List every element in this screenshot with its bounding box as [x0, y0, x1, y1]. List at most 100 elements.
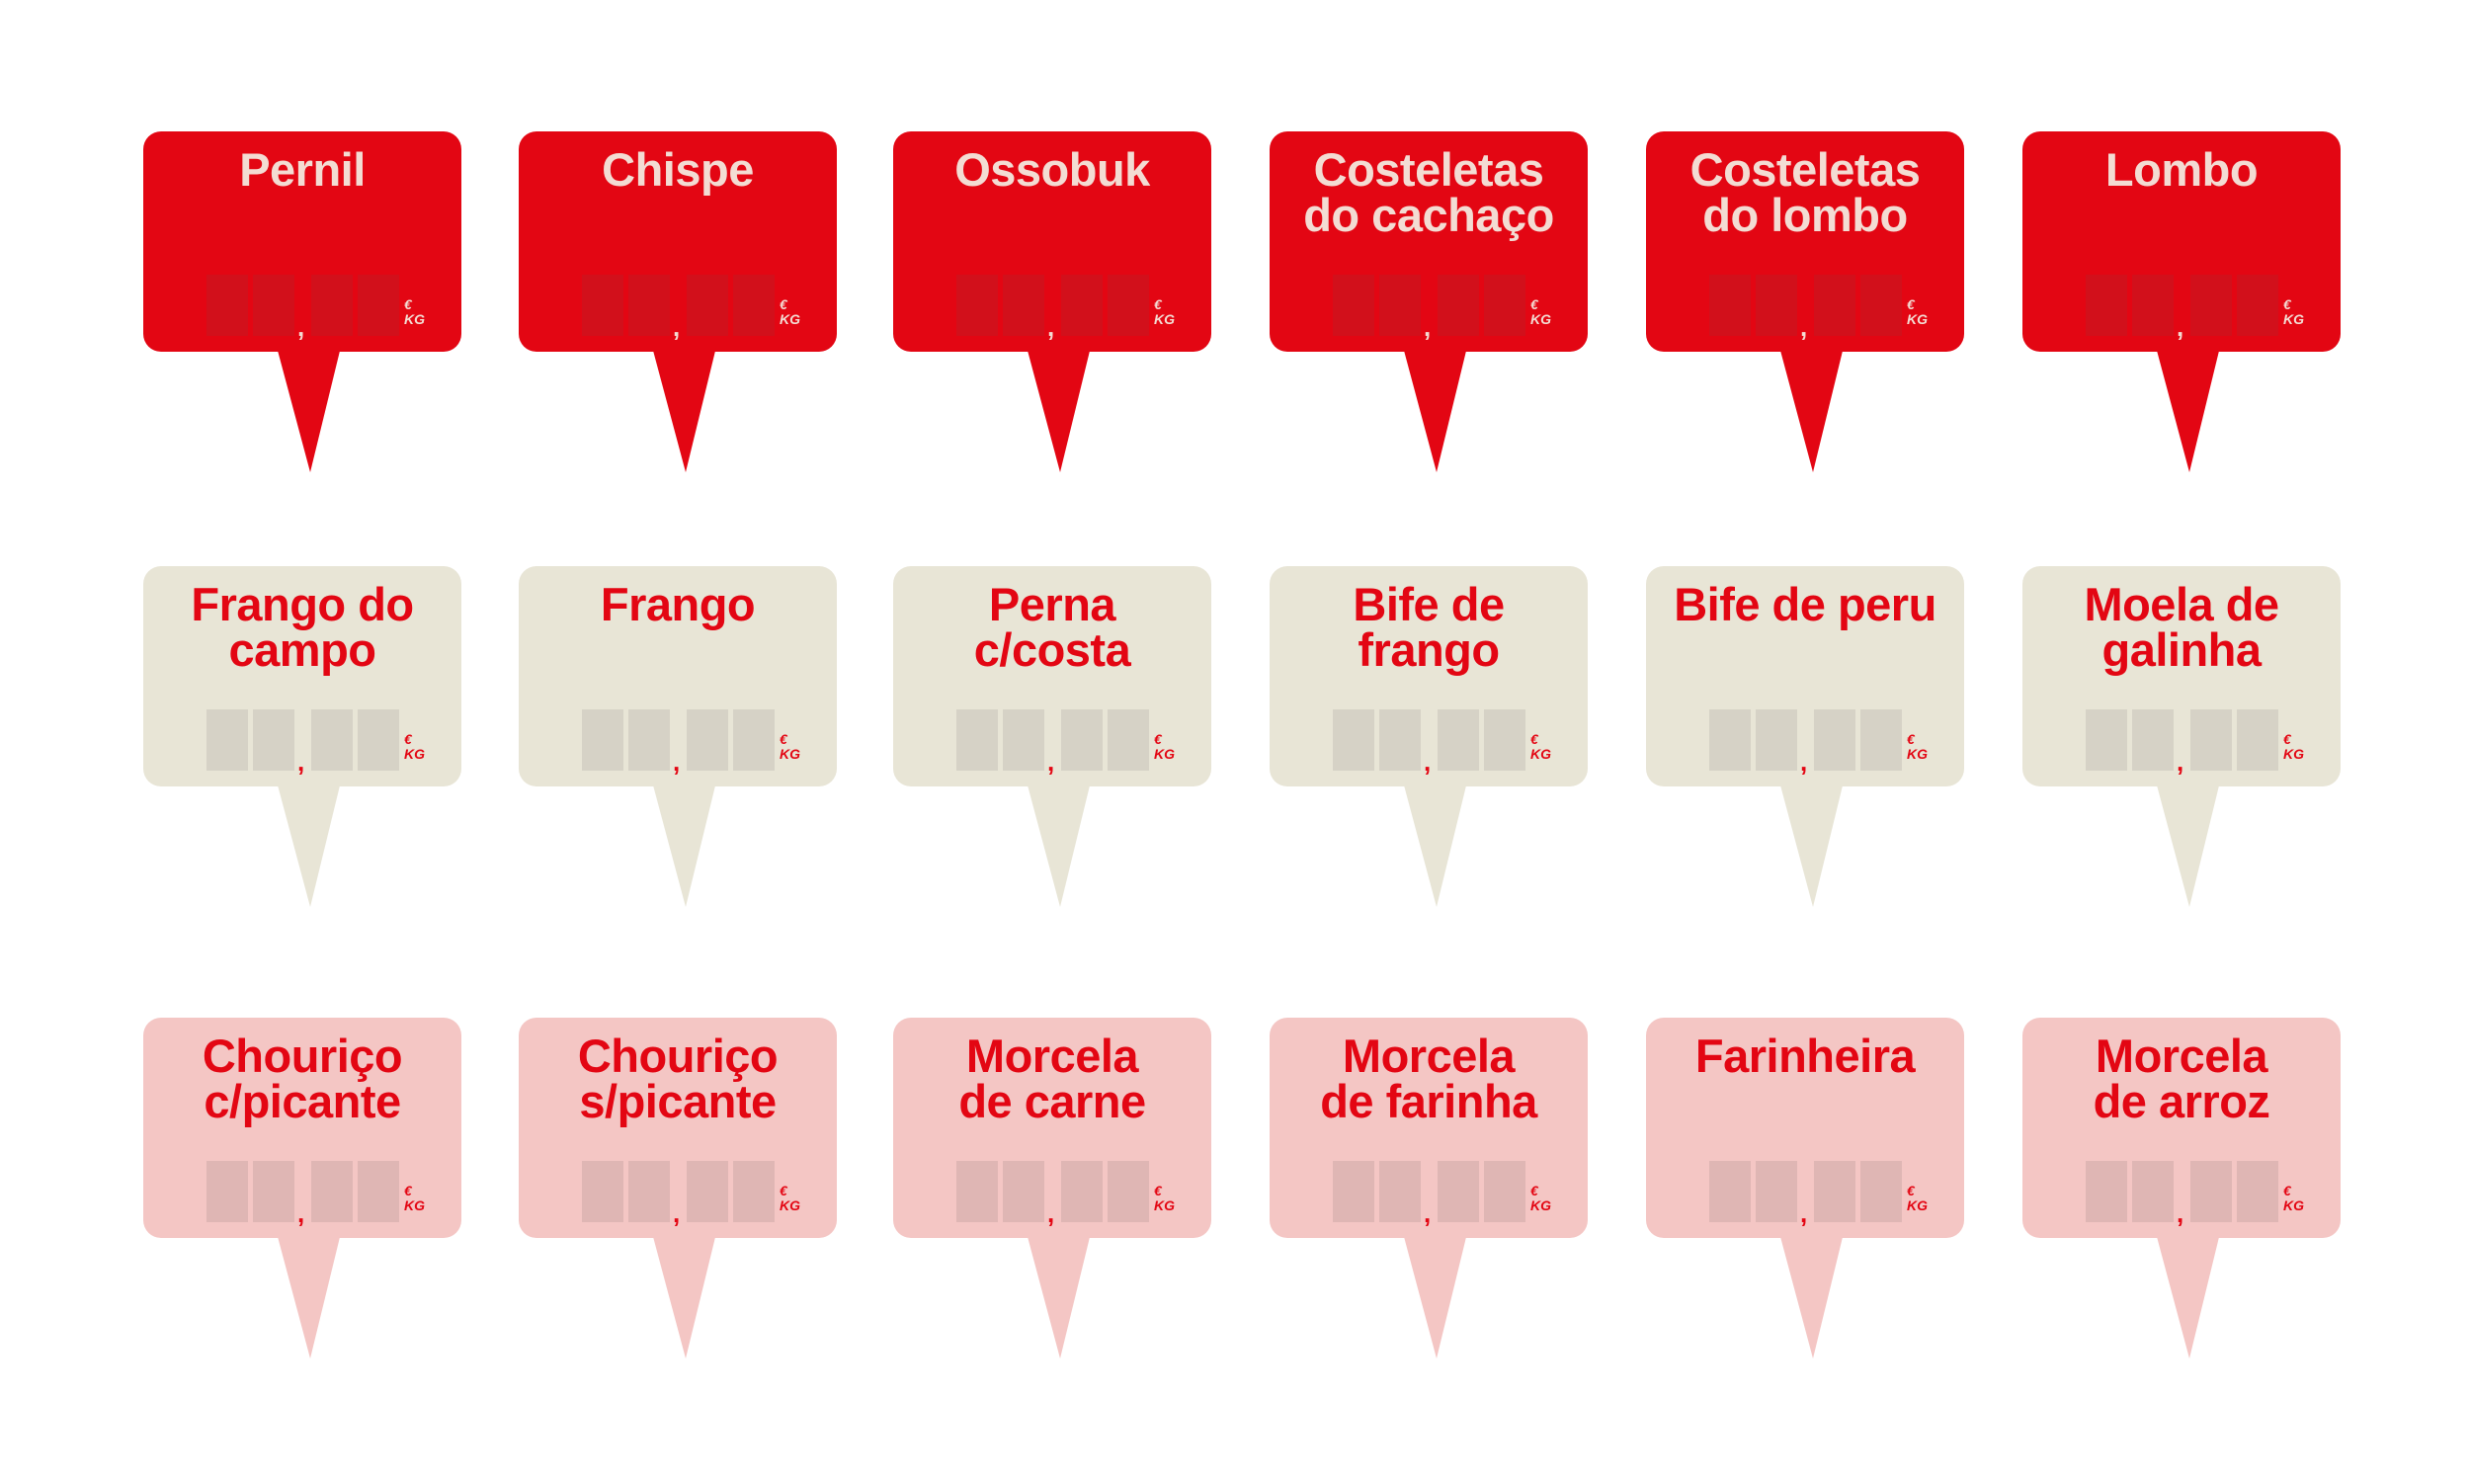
price-digit-box	[1108, 1161, 1149, 1222]
decimal-separator: ,	[297, 312, 305, 342]
price-unit-label: €KG	[404, 1184, 434, 1213]
currency-symbol: €	[404, 731, 412, 747]
decimal-separator: ,	[1047, 1198, 1055, 1228]
decimal-separator: ,	[673, 747, 681, 777]
price-tag: Frango,€KG	[519, 566, 837, 912]
product-name: Moela de galinha	[2084, 578, 2279, 676]
price-unit-label: €KG	[2283, 297, 2313, 327]
product-name: Chouriço s/picante	[577, 1030, 779, 1127]
price-digit-box	[2237, 1161, 2278, 1222]
price-digit-box	[1108, 275, 1149, 336]
price-tag: Ossobuk,€KG	[893, 131, 1211, 477]
price-digit-box	[2086, 709, 2127, 771]
price-digit-box	[1333, 709, 1374, 771]
price-unit-label: €KG	[404, 297, 434, 327]
price-digit-box	[582, 275, 623, 336]
price-unit-label: €KG	[1907, 1184, 1936, 1213]
price-digit-box	[733, 709, 775, 771]
price-digit-box	[628, 709, 670, 771]
tag-pointer	[1403, 1233, 1467, 1359]
price-digit-box	[253, 1161, 294, 1222]
price-digit-box	[2190, 1161, 2232, 1222]
price-digit-boxes: ,	[2086, 1161, 2313, 1226]
tag-pointer	[652, 782, 716, 907]
decimal-separator: ,	[1424, 312, 1432, 342]
price-digit-box	[206, 1161, 248, 1222]
price-tag: Moela de galinha,€KG	[2022, 566, 2341, 912]
price-tag: Pernil,€KG	[143, 131, 461, 477]
price-digit-box	[582, 1161, 623, 1222]
price-digit-box	[733, 1161, 775, 1222]
price-digit-box	[311, 1161, 353, 1222]
price-digit-box	[1814, 1161, 1855, 1222]
price-digit-box	[311, 275, 353, 336]
price-unit-label: €KG	[780, 732, 809, 762]
tag-pointer	[2156, 347, 2220, 472]
product-name: Lombo	[2104, 143, 2259, 196]
unit-per: KG	[1154, 1197, 1175, 1213]
decimal-separator: ,	[1424, 747, 1432, 777]
price-unit-label: €KG	[1154, 732, 1184, 762]
currency-symbol: €	[2283, 1183, 2291, 1198]
price-digit-boxes: ,	[956, 1161, 1184, 1226]
price-digit-box	[2237, 709, 2278, 771]
price-digit-box	[1379, 1161, 1421, 1222]
price-digit-box	[1438, 1161, 1479, 1222]
price-digit-box	[2132, 275, 2174, 336]
currency-symbol: €	[780, 1183, 787, 1198]
unit-per: KG	[780, 1197, 800, 1213]
price-digit-box	[1709, 709, 1751, 771]
currency-symbol: €	[780, 296, 787, 312]
product-name: Costeletas do cachaço	[1303, 143, 1554, 241]
unit-per: KG	[2283, 746, 2304, 762]
price-tag: Morcela de farinha,€KG	[1270, 1018, 1588, 1363]
price-unit-label: €KG	[1907, 732, 1936, 762]
product-name: Frango do campo	[191, 578, 414, 676]
price-unit-label: €KG	[780, 1184, 809, 1213]
price-tag: Chouriço s/picante, €KG	[519, 1018, 837, 1363]
product-name: Morcela de carne	[958, 1030, 1146, 1127]
price-digit-boxes: ,	[956, 275, 1184, 340]
decimal-separator: ,	[2177, 747, 2184, 777]
decimal-separator: ,	[297, 1198, 305, 1228]
price-digit-box	[628, 275, 670, 336]
price-unit-label: €KG	[1530, 1184, 1560, 1213]
price-digit-boxes: ,	[206, 1161, 434, 1226]
unit-per: KG	[404, 311, 425, 327]
price-unit-label: €KG	[1154, 1184, 1184, 1213]
price-digit-box	[687, 275, 728, 336]
price-digit-box	[358, 275, 399, 336]
tag-pointer	[277, 347, 341, 472]
price-digit-box	[206, 709, 248, 771]
currency-symbol: €	[2283, 296, 2291, 312]
decimal-separator: ,	[1800, 312, 1808, 342]
price-digit-box	[2132, 1161, 2174, 1222]
price-digit-box	[1379, 709, 1421, 771]
price-digit-boxes: ,	[582, 1161, 809, 1226]
price-digit-box	[1709, 275, 1751, 336]
price-tag: Bife de frango,€KG	[1270, 566, 1588, 912]
tag-pointer	[1779, 1233, 1844, 1359]
tag-pointer	[1027, 1233, 1091, 1359]
price-digit-box	[1061, 709, 1103, 771]
currency-symbol: €	[1154, 731, 1162, 747]
currency-symbol: €	[1154, 1183, 1162, 1198]
price-digit-box	[628, 1161, 670, 1222]
decimal-separator: ,	[673, 1198, 681, 1228]
price-digit-box	[2190, 709, 2232, 771]
tag-pointer	[1027, 347, 1091, 472]
price-digit-box	[1438, 275, 1479, 336]
price-tag: Chouriço c/picante, €KG	[143, 1018, 461, 1363]
price-digit-box	[1814, 275, 1855, 336]
price-digit-box	[1438, 709, 1479, 771]
price-digit-box	[1709, 1161, 1751, 1222]
decimal-separator: ,	[673, 312, 681, 342]
currency-symbol: €	[1530, 296, 1538, 312]
currency-symbol: €	[1907, 731, 1915, 747]
price-tag: Lombo,€KG	[2022, 131, 2341, 477]
price-digit-boxes: ,	[206, 275, 434, 340]
currency-symbol: €	[1530, 1183, 1538, 1198]
product-name: Chispe	[602, 143, 754, 196]
price-digit-boxes: ,	[206, 709, 434, 775]
product-name: Chouriço c/picante	[202, 1030, 403, 1127]
